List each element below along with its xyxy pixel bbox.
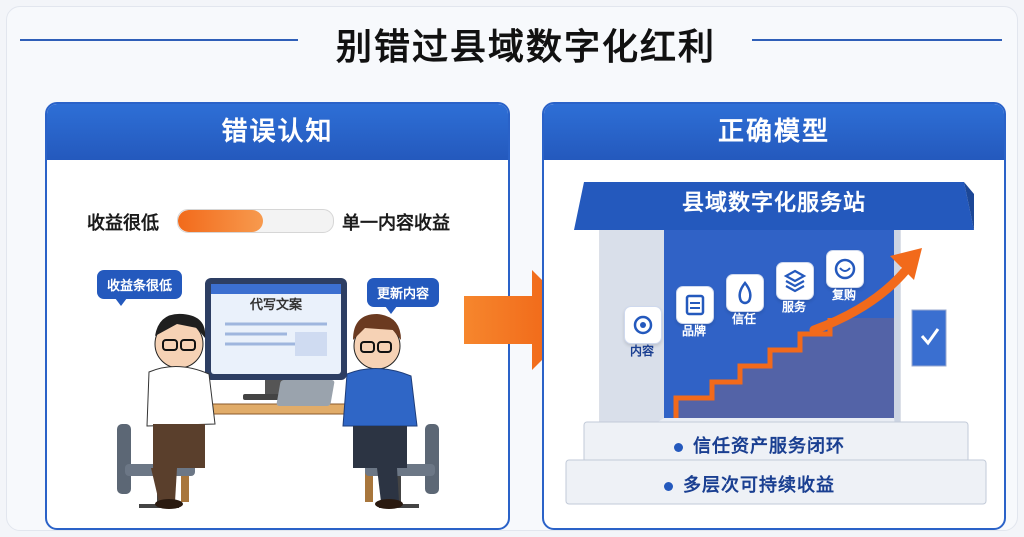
- monitor-icon: [205, 278, 347, 400]
- correct-panel: 正确模型 县域数字化服务站 内容 品牌 信任 服务: [542, 102, 1006, 530]
- bullet-trust-loop-text: 信任资产服务闭环: [693, 436, 845, 457]
- step-label-service: 服务: [781, 300, 806, 314]
- title-rule-left: [20, 39, 298, 41]
- step-label-brand: 品牌: [681, 324, 706, 338]
- correct-panel-header: 正确模型: [544, 104, 1004, 160]
- brand-icon: [676, 286, 714, 324]
- service-station-illustration: [565, 182, 987, 505]
- step-label-repurchase: 复购: [831, 288, 856, 302]
- wrong-panel-header: 错误认知: [47, 104, 508, 160]
- service-icon: [776, 262, 814, 300]
- bullet-sustainable-income: 多层次可持续收益: [664, 471, 835, 497]
- income-low-label: 收益很低: [87, 213, 159, 234]
- bullet-sustainable-income-text: 多层次可持续收益: [683, 475, 835, 496]
- speech-bubble-left: 收益条很低: [97, 270, 183, 306]
- page-title: 别错过县域数字化红利: [335, 27, 716, 68]
- speech-bubble-right: 更新内容: [367, 278, 440, 314]
- title-row: 别错过县域数字化红利: [0, 14, 1024, 68]
- content-icon: [624, 306, 662, 344]
- step-label-trust: 信任: [731, 312, 756, 326]
- office-scene-illustration: [117, 278, 439, 509]
- income-bar-fill: [178, 210, 264, 232]
- station-sign: 县域数字化服务站: [681, 191, 866, 216]
- single-income-label: 单一内容收益: [342, 213, 450, 234]
- screen-text: 代写文案: [249, 298, 302, 313]
- step-label-content: 内容: [629, 344, 654, 358]
- trust-icon: [726, 274, 764, 312]
- bullet-dot: [674, 442, 683, 452]
- bullet-trust-loop: 信任资产服务闭环: [674, 432, 845, 458]
- title-rule-right: [752, 39, 1002, 41]
- repurchase-icon: [826, 250, 864, 288]
- income-bar: [177, 209, 334, 233]
- bullet-dot: [664, 481, 673, 491]
- wrong-panel: 错误认知 收益很低 单一内容收益 收益条很低 更新内容: [45, 102, 510, 530]
